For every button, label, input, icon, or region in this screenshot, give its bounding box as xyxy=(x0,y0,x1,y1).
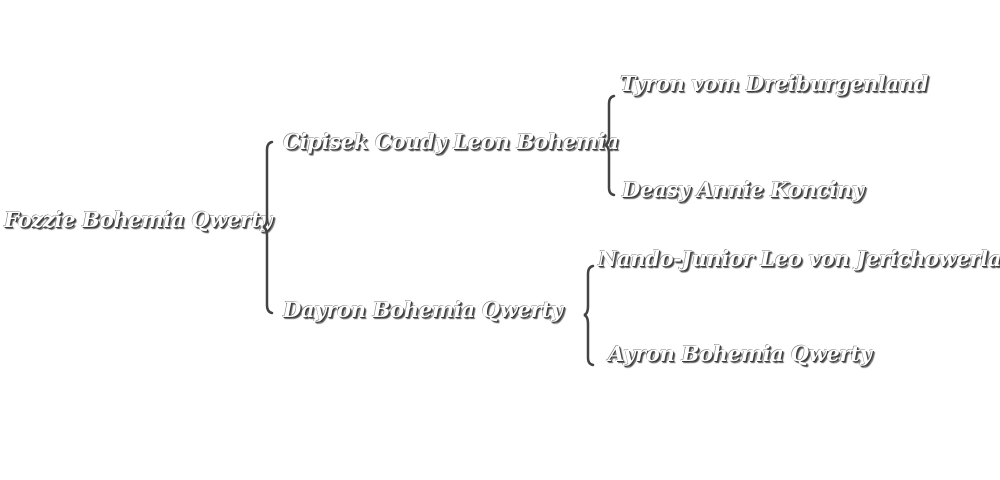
subject-name: Fozzie Bohemia Qwerty xyxy=(4,207,273,232)
bracket-dam-parents xyxy=(583,264,595,367)
sire-dam-name: Deasy Annie Konciny xyxy=(622,177,864,202)
bracket-gen1 xyxy=(262,140,274,315)
dam-dam-name: Ayron Bohemia Qwerty xyxy=(608,341,872,366)
sire-name: Cipisek Coudy Leon Bohemia xyxy=(283,129,619,154)
dam-name: Dayron Bohemia Qwerty xyxy=(283,297,563,322)
bracket-sire-parents xyxy=(604,94,616,197)
sire-sire-name: Tyron vom Dreiburgenland xyxy=(620,71,929,96)
dam-sire-name: Nando-Junior Leo von Jerichowerland xyxy=(598,246,1000,271)
